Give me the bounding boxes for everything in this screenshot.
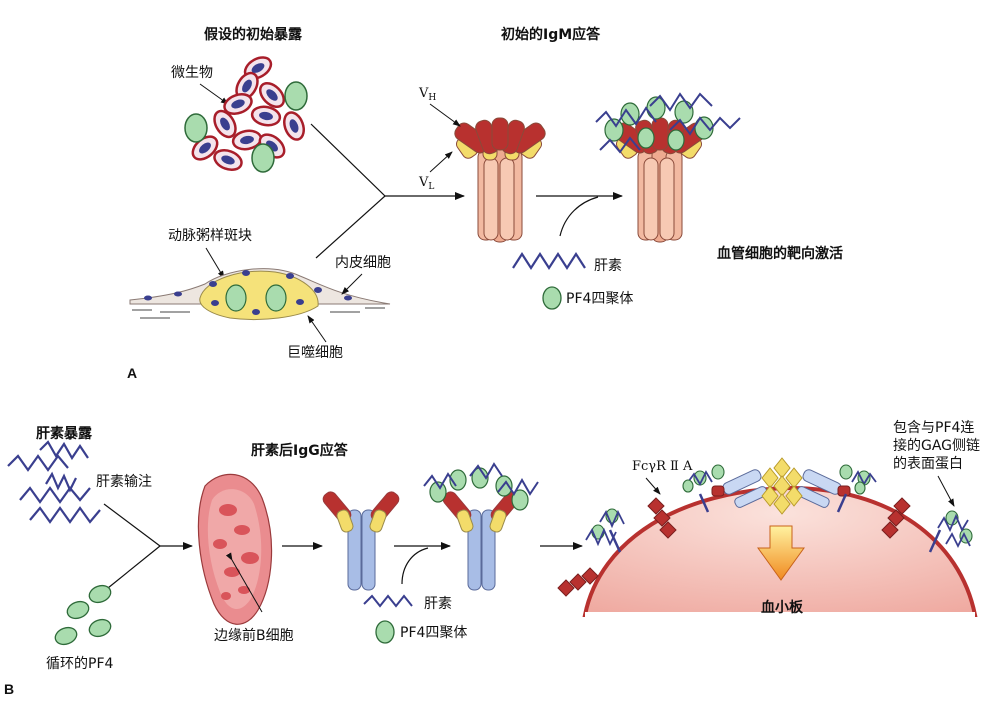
label-pf4-b: PF4四聚体 — [400, 625, 467, 641]
heparin-tangle — [7, 440, 101, 524]
converge-arrow-b — [103, 503, 193, 589]
bcell-pointer — [225, 552, 263, 613]
label-vl: VL — [418, 175, 434, 192]
label-bcell: 边缘前B细胞 — [214, 627, 294, 644]
title-post-heparin-igg: 肝素后IgG应答 — [251, 442, 349, 459]
label-heparin-b: 肝素 — [424, 596, 452, 612]
arrow-heparin-join-b — [401, 547, 429, 585]
atherosclerotic-plaque: 动脉粥样斑块 内皮细胞 巨噬细胞 — [129, 227, 391, 361]
title-heparin-exposure: 肝素暴露 — [36, 425, 93, 442]
igg-bound-complex — [423, 462, 539, 591]
label-plaque: 动脉粥样斑块 — [168, 227, 252, 244]
pf4-icon-b — [375, 620, 395, 644]
immune-complex — [687, 457, 877, 515]
panel-letter-b: B — [4, 681, 14, 697]
label-surface-proteins-3: 的表面蛋白 — [893, 456, 963, 472]
label-macrophage: 巨噬细胞 — [287, 345, 343, 361]
label-vascular-activation: 血管细胞的靶向激活 — [717, 245, 843, 262]
label-surface-proteins-2: 接的GAG侧链 — [893, 437, 980, 454]
microbe-cluster: 微生物 — [171, 56, 308, 173]
label-vh: VH — [418, 86, 436, 103]
igm-pentamer — [454, 117, 546, 243]
activation-arrow — [757, 525, 805, 581]
vl-pointer — [429, 151, 453, 173]
igg-antibody — [322, 491, 400, 591]
pf4-icon-a — [542, 286, 562, 310]
marginal-zone-b-cell — [197, 473, 273, 625]
arrow-heparin-join-a — [559, 196, 599, 237]
circulating-pf4 — [54, 584, 112, 646]
label-pf4-a: PF4四聚体 — [566, 291, 633, 307]
label-heparin-infusion: 肝素输注 — [96, 474, 152, 490]
heparin-chain-a — [512, 251, 586, 271]
label-surface-proteins-1: 包含与PF4连 — [893, 420, 974, 436]
heparin-chain-b — [363, 594, 413, 608]
surface-protein-pointer — [937, 475, 955, 507]
label-microbe: 微生物 — [171, 65, 213, 81]
label-circulating-pf4: 循环的PF4 — [46, 656, 113, 672]
title-initial-igm: 初始的IgM应答 — [501, 26, 601, 43]
panel-letter-a: A — [127, 365, 137, 381]
fcgr-pointer — [645, 477, 661, 495]
fc-receptors — [557, 497, 911, 597]
label-platelet: 血小板 — [761, 599, 804, 616]
surface-gag-proteins — [585, 479, 973, 553]
title-initial-exposure: 假设的初始暴露 — [204, 26, 303, 43]
converge-arrow-a — [310, 123, 465, 259]
label-fcgr: FcγR Ⅱ A — [632, 459, 693, 474]
igm-bound-complex — [595, 92, 741, 243]
label-heparin-a: 肝素 — [594, 258, 622, 274]
vh-pointer — [429, 103, 461, 127]
label-endothelial-cell: 内皮细胞 — [335, 255, 391, 271]
